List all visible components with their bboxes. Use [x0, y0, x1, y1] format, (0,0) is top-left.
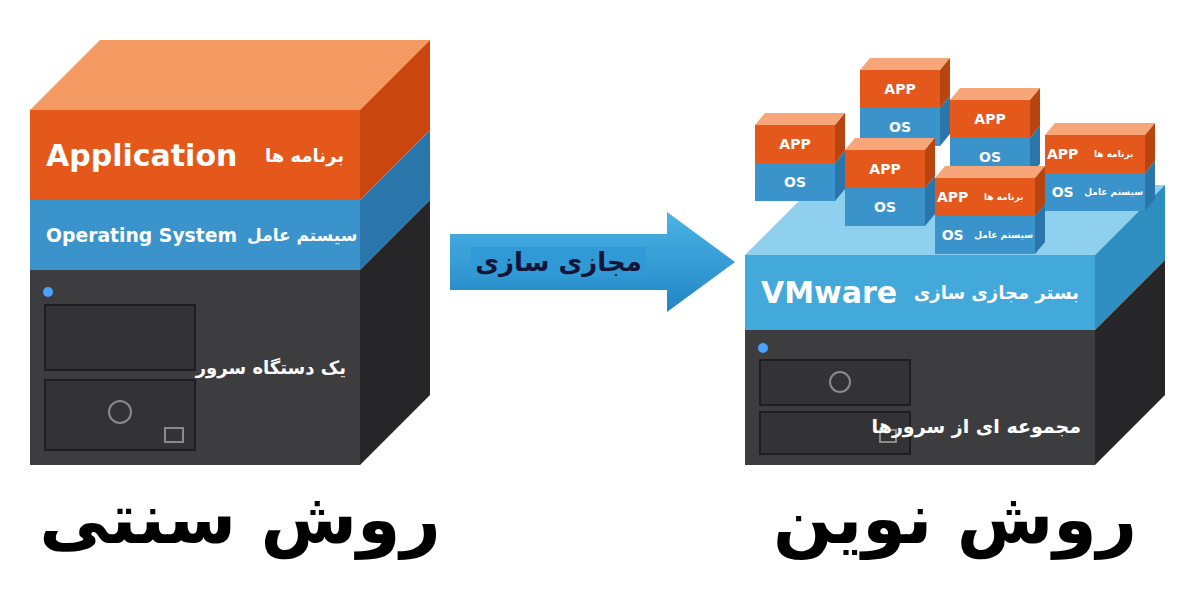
server-side: [360, 200, 430, 465]
server-box: مجموعه ای از سرورها: [745, 330, 1095, 465]
caption: روش سنتی: [30, 478, 450, 560]
virtualization-layer: VMware بستر مجازی سازی: [745, 255, 1095, 330]
server-button: [830, 372, 850, 392]
server-front: [745, 330, 1095, 465]
cube-label: OS: [874, 199, 896, 215]
app-front: [30, 110, 360, 200]
cube-label: OS: [889, 119, 911, 135]
cube-note: سیستم عامل: [974, 230, 1033, 240]
left-stack: [30, 40, 430, 465]
server-led: [758, 343, 768, 353]
layer-label: Application: [46, 138, 237, 173]
block-arrow: [450, 212, 735, 312]
cube-note: برنامه ها: [984, 192, 1024, 202]
vm-cube: APP OS برنامه ها سیستم عامل: [1045, 135, 1145, 211]
vm-cube: APP OS: [950, 100, 1030, 176]
cube-label: APP: [884, 81, 915, 97]
application-layer: Application برنامه ها: [30, 110, 360, 200]
vm-cube: [935, 166, 1045, 254]
server-led: [43, 287, 53, 297]
vm-cube: [845, 138, 935, 226]
server-box: یک دستگاه سرور: [30, 270, 360, 465]
os-front: [30, 200, 360, 270]
vm-cube: APP OS: [845, 150, 925, 226]
server-front: [30, 270, 360, 465]
cube-label: OS: [942, 227, 964, 243]
server-bay: [760, 360, 910, 405]
server-button: [109, 401, 131, 423]
vm-cube: [755, 113, 845, 201]
layer-label: یک دستگاه سرور: [196, 357, 346, 378]
cube-note: سیستم عامل: [1084, 187, 1143, 197]
cube-label: OS: [979, 149, 1001, 165]
right-stack: [745, 185, 1165, 465]
layer-label: بستر مجازی سازی: [914, 282, 1079, 303]
cube-label: APP: [937, 189, 968, 205]
server-side: [1095, 260, 1165, 465]
cube-label: OS: [784, 174, 806, 190]
server-bay: [45, 305, 195, 370]
cube-label: APP: [1047, 146, 1078, 162]
layer-label: Operating System: [46, 225, 237, 246]
vm-cube: APP OS: [755, 125, 835, 201]
app-top: [30, 40, 430, 110]
server-slot: [165, 428, 183, 442]
vm-cube: [860, 58, 950, 146]
os-layer: Operating System سیستم عامل: [30, 200, 360, 270]
vm-cube: APP OS برنامه ها سیستم عامل: [935, 178, 1035, 254]
layer-label: مجموعه ای از سرورها: [872, 415, 1081, 437]
vm-front: [745, 255, 1095, 330]
layer-label: سیستم عامل: [247, 225, 357, 245]
layer-label: برنامه ها: [265, 145, 344, 166]
cube-label: APP: [974, 111, 1005, 127]
cube-label: APP: [869, 161, 900, 177]
server-bay: [45, 380, 195, 450]
cube-note: برنامه ها: [1094, 149, 1134, 159]
cube-label: APP: [779, 136, 810, 152]
layer-label: VMware: [761, 275, 897, 310]
vm-cube: [1045, 123, 1155, 211]
vm-cube: APP OS: [860, 70, 940, 146]
vm-cube: [950, 88, 1040, 176]
caption: روش نوین: [745, 478, 1165, 560]
cube-label: OS: [1052, 184, 1074, 200]
arrow-label: مجازی سازی: [471, 247, 646, 277]
